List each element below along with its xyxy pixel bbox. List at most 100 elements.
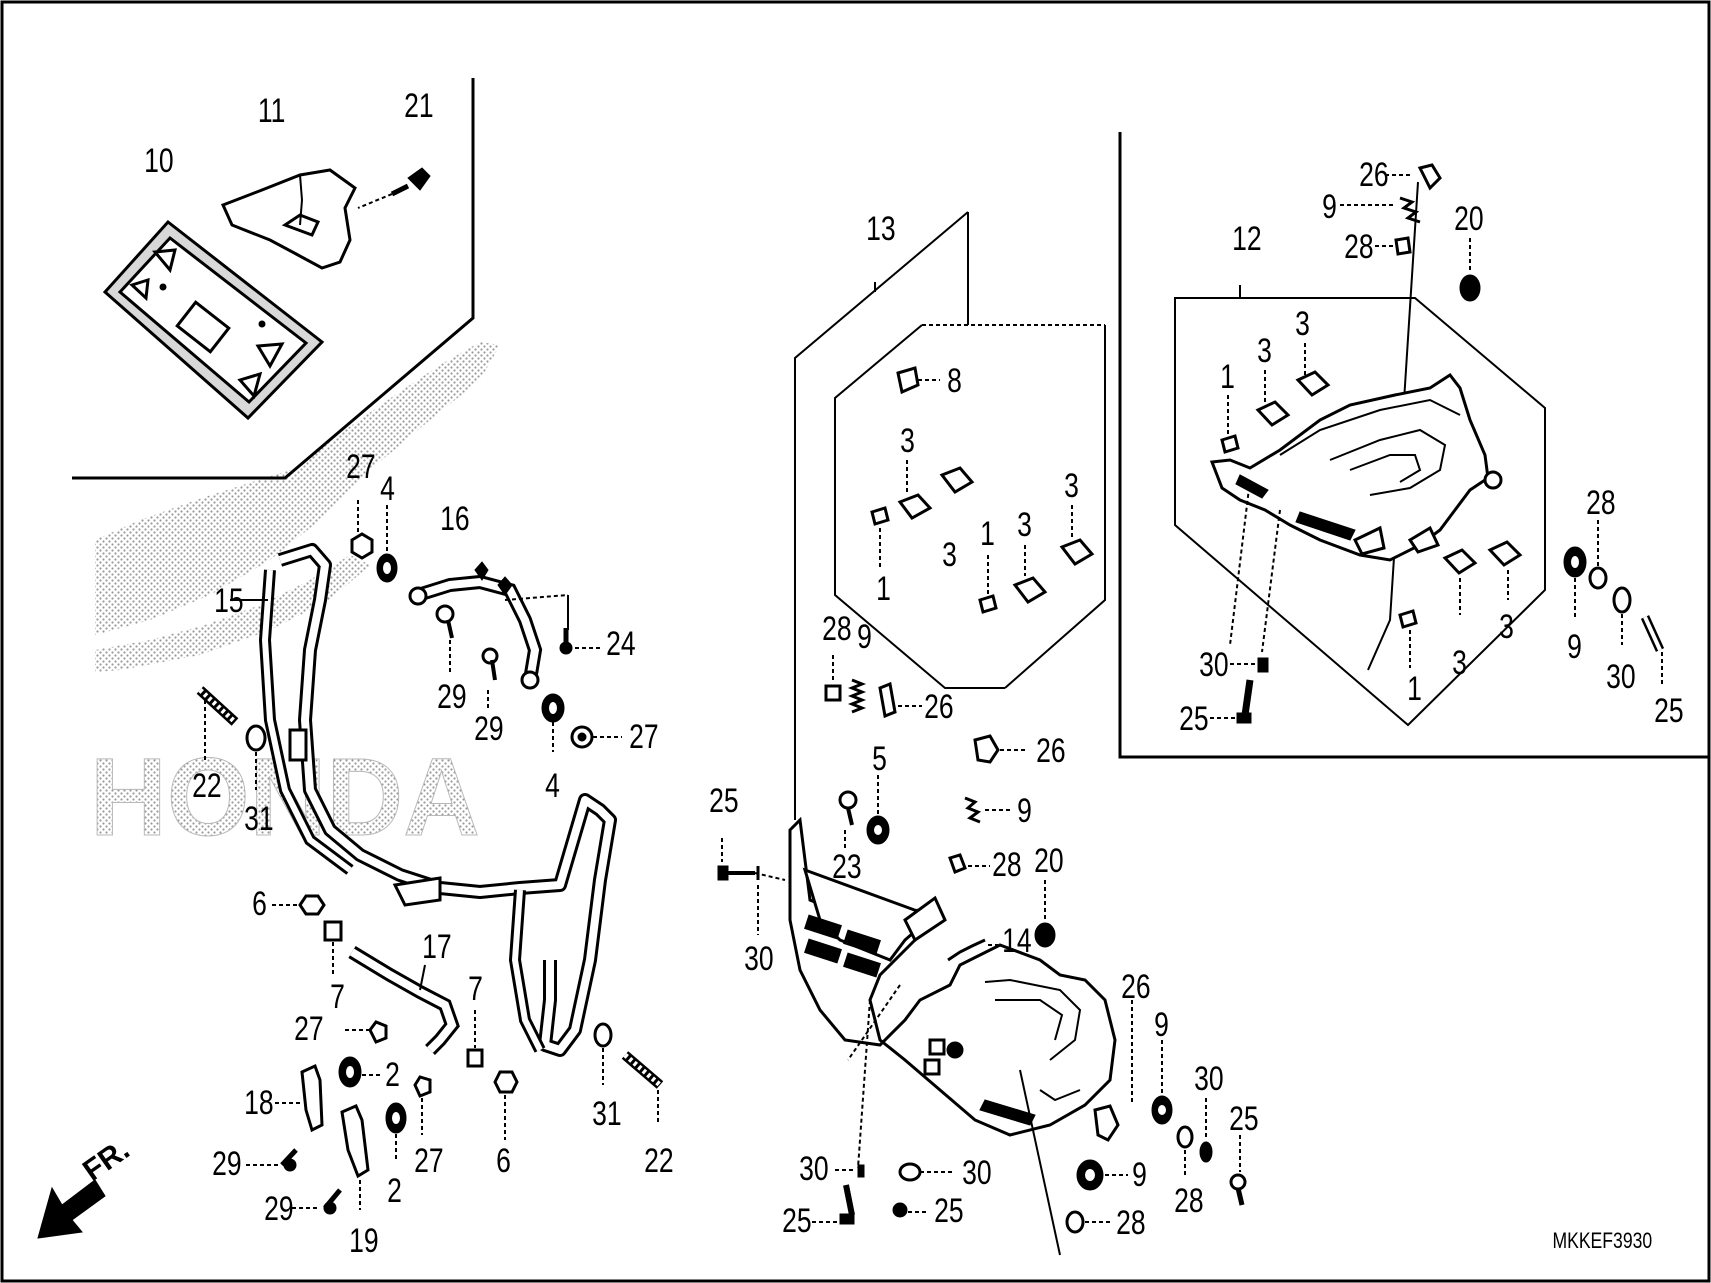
callout-29: 29 [474,710,504,748]
part-29a-bolt [435,604,455,675]
callout-27: 27 [346,448,376,486]
part-29c-bolt [246,1148,298,1172]
callout-3: 3 [900,422,915,460]
part-7b-collar [466,1010,484,1068]
part-9a-spring [847,678,867,714]
part-30d-washer [1199,1098,1213,1163]
inset-box-center [794,211,1106,820]
callout-8: 8 [947,362,962,400]
part-21-bolt [357,167,431,209]
part-7a-collar [323,920,343,975]
part-17-bracket [348,946,460,1055]
part-29d-bolt [292,1188,342,1215]
callout-9: 9 [1017,792,1032,830]
part-26b-nut [973,734,1028,764]
part-27b-nut [570,725,622,749]
inset-box-right [1118,132,1710,759]
callout-28: 28 [1116,1204,1146,1242]
part-24-bolt [559,628,600,655]
part-25f-bolt [1210,679,1254,724]
callout-10: 10 [144,142,174,180]
part-20a-grommet [1034,880,1056,948]
part-28a-collar [824,655,842,702]
callout-16: 16 [440,500,470,538]
part-31b-washer [593,1022,613,1085]
callout-22: 22 [644,1142,674,1180]
callout-29: 29 [437,678,467,716]
callout-31: 31 [244,800,274,838]
part-29b-bolt [481,647,499,710]
callout-11: 11 [258,92,286,130]
callout-9: 9 [1322,188,1337,226]
part-25d-bolt [1229,1135,1247,1206]
callout-3: 3 [1064,467,1079,505]
callout-29: 29 [264,1190,294,1228]
part-2b-rubber [385,1102,407,1160]
callout-12: 12 [1232,220,1262,258]
brand-watermark-text: HONDA [90,736,480,859]
part-30c-washer [898,1162,955,1182]
part-28c-collar [1065,1210,1112,1234]
part-26d-nut [1093,1000,1133,1142]
callout-30: 30 [1199,646,1229,684]
callout-18: 18 [244,1084,274,1122]
part-27d-nut [413,1075,432,1135]
callout-25: 25 [1179,700,1209,738]
callout-4: 4 [380,470,395,508]
callout-22: 22 [192,767,222,805]
callout-27: 27 [414,1142,444,1180]
part-9f-rubber [1563,546,1587,620]
callout-9: 9 [1132,1156,1147,1194]
callout-30: 30 [1606,658,1636,696]
callout-3: 3 [1257,332,1272,370]
front-arrow-icon [37,1179,106,1239]
part-25c-bolt [892,1202,928,1218]
skid-plate-main [788,816,1117,1256]
part-9d-rubber [1151,1040,1173,1125]
callout-1: 1 [1407,670,1422,708]
callout-1: 1 [1220,358,1235,396]
part-22a-bolt [196,686,239,760]
callout-17: 17 [422,928,452,966]
part-25e-bolt [1640,615,1665,685]
part-8-clip [896,366,940,395]
part-26a-nut [878,681,922,719]
callout-3: 3 [1017,506,1032,544]
part-16-bracket-tube [408,561,569,690]
callout-28: 28 [822,610,852,648]
callout-6: 6 [252,885,267,923]
callout-13: 13 [866,210,896,248]
part-10-plate [102,219,325,421]
callout-9: 9 [1567,628,1582,666]
callout-31: 31 [592,1095,622,1133]
part-25b-bolt [812,1184,855,1225]
callout-27: 27 [294,1010,324,1048]
part-5-rubber [866,775,890,845]
part-30f-washer [1230,657,1269,673]
callout-30: 30 [962,1154,992,1192]
callout-28: 28 [992,846,1022,884]
callout-7: 7 [468,970,483,1008]
skid-plate-right [1209,372,1503,653]
callout-26: 26 [1359,156,1389,194]
callout-20: 20 [1034,842,1064,880]
callout-23: 23 [832,848,862,886]
part-28e-collar [1375,236,1412,256]
callout-14: 14 [1002,922,1032,960]
callout-24: 24 [606,625,636,663]
callout-21: 21 [404,87,434,125]
part-28b-collar [948,853,990,874]
part-23-bolt [838,790,858,850]
part-11-bracket [220,168,357,270]
callout-26: 26 [1121,968,1151,1006]
part-31a-washer [245,724,267,790]
callout-6: 6 [496,1142,511,1180]
part-27a-nut [350,500,374,560]
callout-1: 1 [980,515,995,553]
callout-28: 28 [1344,228,1374,266]
callout-19: 19 [349,1222,379,1260]
callout-20: 20 [1454,200,1484,238]
part-14-clip [947,938,998,962]
part-9b-spring [964,796,1010,824]
